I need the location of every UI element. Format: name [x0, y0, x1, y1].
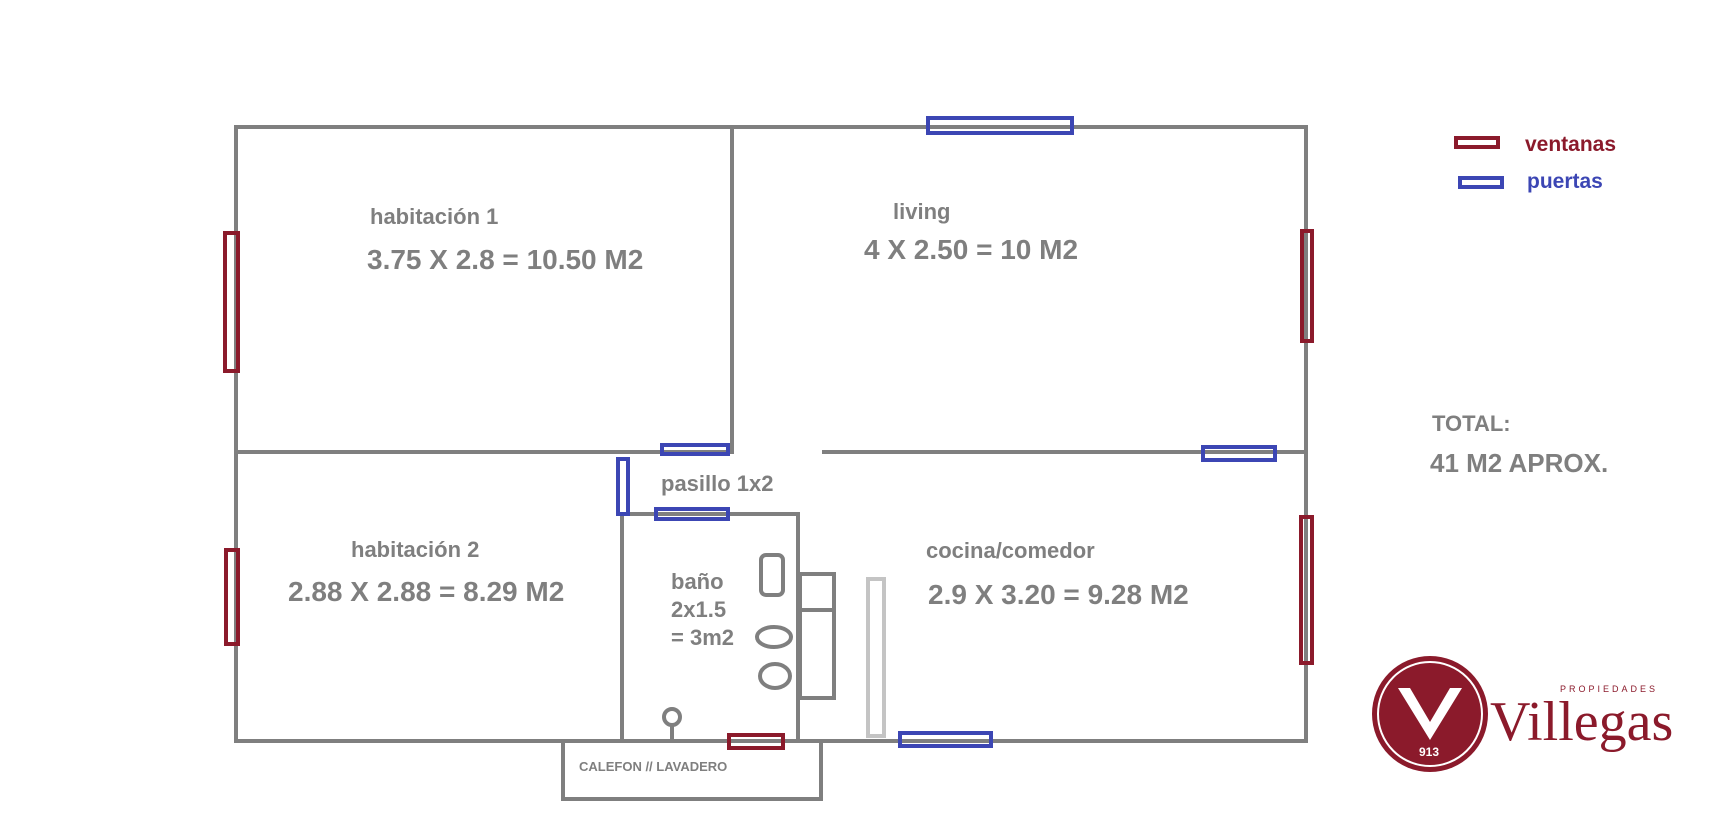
- room-area-kitchen: 2.9 X 3.20 = 9.28 M2: [928, 579, 1189, 610]
- total-label: TOTAL:: [1432, 411, 1511, 436]
- window-bath: [727, 733, 785, 750]
- room-name-bedroom1: habitación 1: [370, 204, 498, 229]
- legend-door-swatch: [1458, 176, 1504, 189]
- doors: [616, 116, 1277, 748]
- logo-number: 913: [1419, 745, 1439, 759]
- sink-fixture: [755, 625, 793, 649]
- room-dims-bath: 2x1.5: [671, 597, 726, 622]
- total-value: 41 M2 APROX.: [1430, 448, 1608, 478]
- windows: [223, 229, 1314, 750]
- window-kitchen: [1299, 515, 1314, 665]
- drain-fixture: [662, 707, 682, 727]
- window-bedroom2: [224, 548, 240, 646]
- room-area-bedroom2: 2.88 X 2.88 = 8.29 M2: [288, 576, 564, 607]
- room-name-hallway: pasillo 1x2: [661, 471, 774, 496]
- window-bedroom1: [223, 231, 240, 373]
- counter-upper: [798, 572, 836, 612]
- logo-v-inner-icon: [1414, 688, 1446, 714]
- door-kitchen-sliding: [866, 577, 886, 738]
- room-name-bath: baño: [671, 569, 724, 594]
- legend-window-swatch: [1454, 136, 1500, 149]
- room-name-bedroom2: habitación 2: [351, 537, 479, 562]
- logo-word: Villegas: [1490, 691, 1673, 753]
- door-kitchen-bottom: [898, 731, 993, 748]
- legend-door-label: puertas: [1527, 170, 1603, 193]
- villegas-logo: 913 PROPIEDADES Villegas: [1372, 656, 1673, 772]
- bathtub-fixture: [759, 553, 785, 597]
- legend: ventanas puertas: [1454, 133, 1616, 193]
- room-name-living: living: [893, 199, 950, 224]
- bathroom-fixtures: [662, 553, 836, 740]
- room-area-living: 4 X 2.50 = 10 M2: [864, 234, 1078, 265]
- logo-circle-ring: [1377, 661, 1483, 767]
- room-area-bedroom1: 3.75 X 2.8 = 10.50 M2: [367, 244, 643, 275]
- toilet-fixture: [758, 662, 792, 690]
- walls: [234, 125, 1308, 801]
- calefon-lavadero-area: [561, 739, 823, 801]
- logo-v-icon: [1398, 688, 1462, 740]
- room-name-kitchen: cocina/comedor: [926, 538, 1095, 563]
- door-bath: [654, 507, 730, 521]
- room-area-bath: = 3m2: [671, 625, 734, 650]
- window-living: [1300, 229, 1314, 343]
- counter-lower: [798, 608, 836, 700]
- door-living-kitchen: [1201, 445, 1277, 462]
- door-living-entrance: [926, 116, 1074, 135]
- door-bedroom1: [660, 443, 730, 456]
- logo-sub: PROPIEDADES: [1560, 684, 1658, 694]
- door-bedroom2: [616, 457, 630, 516]
- room-name-calefon: CALEFON // LAVADERO: [579, 759, 727, 774]
- legend-window-label: ventanas: [1525, 133, 1616, 156]
